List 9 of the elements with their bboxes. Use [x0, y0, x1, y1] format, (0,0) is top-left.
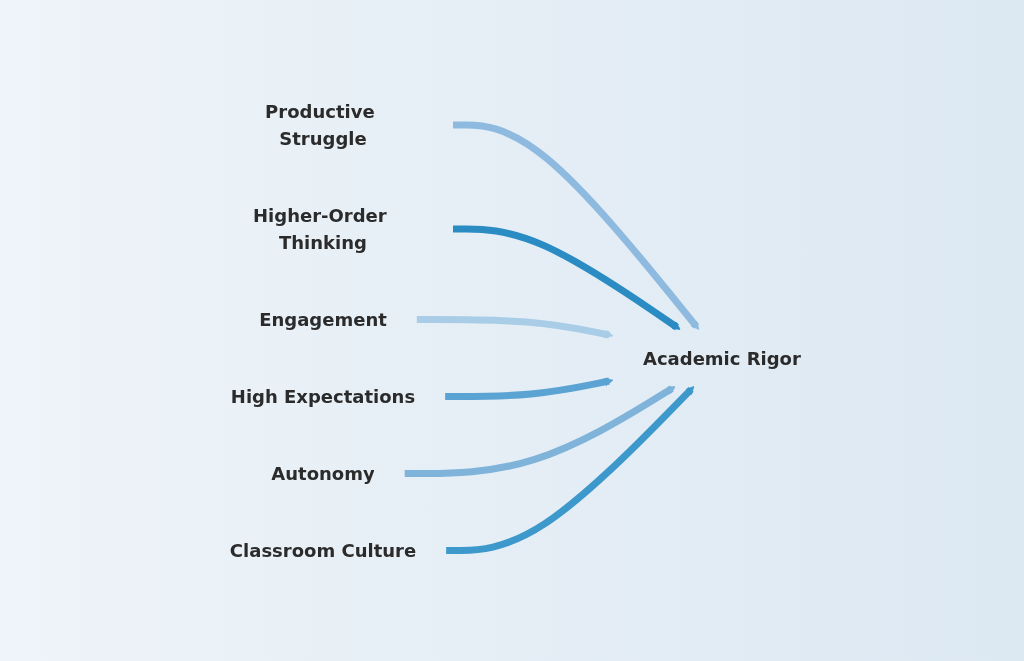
- node-text: Autonomy: [271, 462, 375, 484]
- node-text: High Expectations: [230, 385, 416, 407]
- arrow: [404, 385, 676, 477]
- arrow: [416, 315, 614, 338]
- node-text: Higher-Order Thinking: [253, 204, 387, 253]
- node-text: Engagement: [259, 308, 387, 330]
- node-text: Academic Rigor: [643, 347, 801, 368]
- node-text: Classroom Culture: [229, 539, 417, 561]
- node-text: Productive Struggle: [265, 100, 375, 149]
